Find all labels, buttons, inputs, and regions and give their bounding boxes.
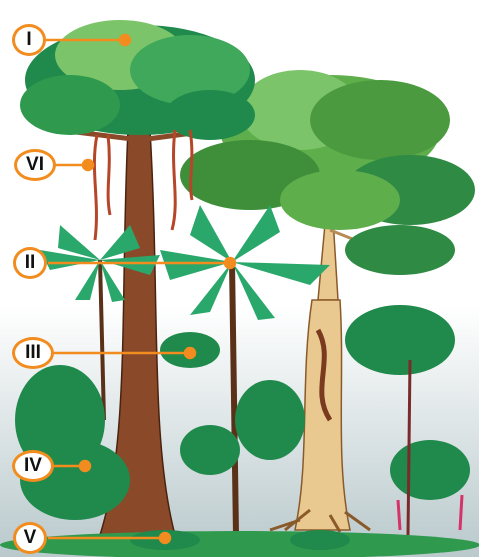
layer-label-I: I bbox=[12, 24, 46, 56]
layer-label-V: V bbox=[13, 522, 47, 554]
layer-label-II: II bbox=[13, 247, 47, 279]
layer-label-IV: IV bbox=[12, 450, 54, 482]
layer-label-VI: VI bbox=[14, 149, 56, 181]
layer-label-III: III bbox=[12, 337, 54, 369]
